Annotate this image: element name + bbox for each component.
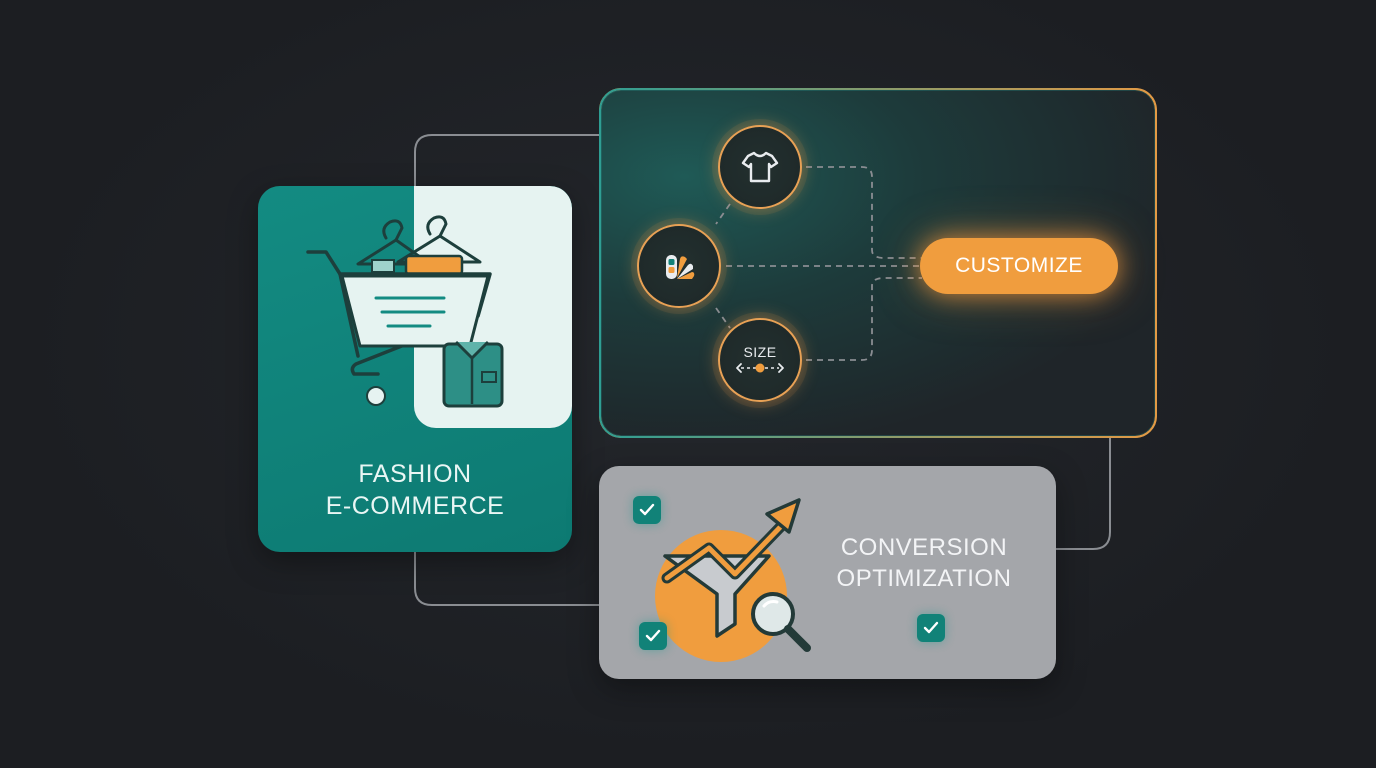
checkmark-2 [639,622,667,650]
conversion-card-title: CONVERSION OPTIMIZATION [809,532,1039,594]
connector-top [414,134,600,186]
conversion-title-line2: OPTIMIZATION [836,565,1012,592]
check-icon [639,503,655,516]
conversion-chart-illustration [655,498,811,662]
trend-up-arrow-icon [661,498,801,584]
checkmark-1 [633,496,661,524]
connector-right [1056,438,1111,550]
tshirt-option[interactable] [718,125,802,209]
checkmark-3 [917,614,945,642]
color-palette-icon [666,255,695,279]
funnel-icon [663,554,771,638]
shirt-icon [442,340,504,408]
conversion-title-line1: CONVERSION [840,534,1008,561]
size-slider-icon [736,363,784,373]
customize-button[interactable]: CUSTOMIZE [920,238,1118,294]
connector-bottom [414,552,600,606]
size-label: SIZE [743,344,777,360]
conversion-optimization-card: CONVERSION OPTIMIZATION [599,466,1056,679]
fashion-card-title: FASHION E-COMMERCE [258,458,572,522]
fashion-title-line2: E-COMMERCE [325,492,505,520]
size-option[interactable]: SIZE [718,318,802,402]
check-icon [923,621,939,634]
fashion-title-line1: FASHION [358,460,472,488]
color-option[interactable] [637,224,721,308]
tshirt-icon [741,151,779,183]
magnifier-icon [751,592,811,652]
shopping-cart-icon [306,215,504,408]
fashion-ecommerce-card: FASHION E-COMMERCE [258,186,572,552]
check-icon [645,629,661,642]
